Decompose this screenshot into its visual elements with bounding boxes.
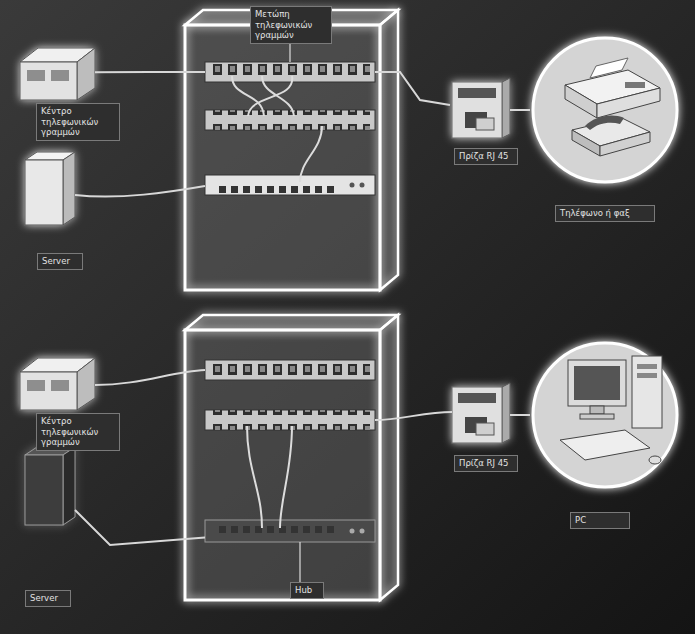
pbx-box xyxy=(77,358,95,410)
device-label: PC xyxy=(570,512,630,529)
socket-plate xyxy=(502,78,510,138)
terminal-circle: Τηλέφωνο ή φαξ xyxy=(530,35,680,185)
hub-unit xyxy=(205,520,375,542)
terminal-circle: PC xyxy=(530,340,680,490)
pbx-box xyxy=(20,372,77,410)
switch-ports xyxy=(215,175,335,195)
patch-cord xyxy=(248,76,292,116)
cable xyxy=(95,370,205,385)
patch-ports xyxy=(210,410,370,430)
handset xyxy=(585,116,624,130)
server-tower: Server xyxy=(25,445,75,525)
mouse xyxy=(649,456,661,464)
patch-cord xyxy=(232,76,264,116)
server-tower xyxy=(63,152,75,225)
keyboard xyxy=(560,430,650,460)
fax-machine xyxy=(565,85,597,118)
drive-bay xyxy=(637,364,657,369)
pbx-unit: Κέντρο τηλεφωνικών γραμμών xyxy=(20,355,95,410)
device-label: Server xyxy=(25,590,71,607)
pc-tower xyxy=(632,356,662,428)
patch-panel xyxy=(205,360,375,380)
switch-unit xyxy=(205,175,375,195)
rj45-plug xyxy=(476,423,494,435)
socket-tag xyxy=(458,88,496,98)
circle-outline xyxy=(530,340,680,490)
status-led xyxy=(360,529,365,534)
device-label: Τηλέφωνο ή φαξ xyxy=(555,205,655,222)
server-tower: Server xyxy=(25,150,75,225)
pbx-slot xyxy=(27,380,45,391)
monitor xyxy=(568,360,626,406)
rack-side xyxy=(380,315,398,600)
network-cable xyxy=(375,72,450,105)
patch-ports xyxy=(210,62,370,82)
patch-ports xyxy=(210,360,370,380)
patch-panel xyxy=(205,110,375,130)
server-tower xyxy=(25,160,63,225)
device-label: Κέντρο τηλεφωνικών γραμμών xyxy=(36,103,120,141)
pbx-box xyxy=(77,48,95,100)
rj45-socket: Πρίζα RJ 45 xyxy=(450,385,510,445)
status-led xyxy=(360,183,365,188)
socket-plate xyxy=(452,387,502,443)
monitor-screen xyxy=(574,366,620,400)
patch-panel xyxy=(205,410,375,430)
fax-machine xyxy=(597,88,660,118)
socket-plate xyxy=(502,383,510,443)
patch-ports xyxy=(210,110,370,130)
device-label: Μετώπη τηλεφωνικών γραμμών xyxy=(250,6,332,44)
server-tower xyxy=(25,455,63,525)
pbx-slot xyxy=(51,70,69,81)
leader-line xyxy=(299,542,300,582)
rj45-plug xyxy=(476,118,494,130)
status-led xyxy=(350,183,355,188)
patch-cord xyxy=(262,76,294,116)
rack-front xyxy=(185,25,380,290)
circle-outline xyxy=(530,35,680,185)
rack-top xyxy=(185,315,398,330)
drive-bay xyxy=(637,373,657,378)
network-cable xyxy=(75,510,205,545)
telephone xyxy=(600,132,650,156)
telephone xyxy=(572,118,650,146)
monitor-stand xyxy=(580,414,614,419)
rack-front xyxy=(185,330,380,600)
patch-cord xyxy=(280,426,292,528)
fax-machine xyxy=(565,70,660,104)
patch-panel xyxy=(205,62,375,82)
network-cable xyxy=(510,109,530,111)
telephone xyxy=(572,130,600,156)
network-cable xyxy=(510,414,530,416)
cable xyxy=(75,186,205,197)
server-tower xyxy=(63,447,75,525)
device-label: Πρίζα RJ 45 xyxy=(454,455,518,472)
pbx-slot xyxy=(27,70,45,81)
circle-outline xyxy=(533,38,677,182)
socket-tag xyxy=(458,393,496,403)
socket-plate xyxy=(452,82,502,138)
fax-keypad xyxy=(625,82,645,88)
device-label: Hub xyxy=(290,582,324,599)
network-cable xyxy=(95,71,205,73)
pbx-box xyxy=(20,62,77,100)
device-label: Κέντρο τηλεφωνικών γραμμών xyxy=(36,413,120,451)
rj45-socket: Πρίζα RJ 45 xyxy=(450,80,510,140)
hub-unit: Hub xyxy=(205,520,375,542)
pbx-unit: Κέντρο τηλεφωνικών γραμμών xyxy=(20,45,95,100)
rack-side xyxy=(380,10,398,290)
device-label: Πρίζα RJ 45 xyxy=(454,148,518,165)
fax-paper xyxy=(590,58,628,78)
circle-outline xyxy=(533,343,677,487)
cable xyxy=(375,412,452,420)
device-label: Server xyxy=(37,253,83,270)
hub-ports xyxy=(215,521,335,541)
patch-cord xyxy=(247,426,262,528)
status-led xyxy=(350,529,355,534)
monitor-stand xyxy=(590,406,604,414)
pbx-slot xyxy=(51,380,69,391)
patch-cord xyxy=(300,126,322,182)
patch-panel: Μετώπη τηλεφωνικών γραμμών xyxy=(205,62,375,82)
